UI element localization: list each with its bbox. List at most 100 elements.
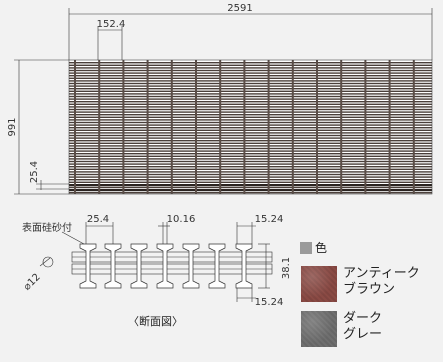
swatch-antique-brown-label: アンティーク ブラウン xyxy=(343,266,420,298)
bar-depth-label: 38.1 xyxy=(281,257,292,279)
cross-bar xyxy=(69,64,432,66)
swatch-dark-gray-line1: ダーク xyxy=(343,311,383,326)
cross-bar xyxy=(69,106,432,108)
bearing-bar xyxy=(388,60,391,194)
bearing-bar xyxy=(74,60,76,194)
cross-bar xyxy=(69,103,432,105)
bearing-bar xyxy=(195,60,197,194)
cross-bar xyxy=(69,137,432,139)
cross-bar xyxy=(69,153,432,155)
bearing-bar xyxy=(122,60,125,194)
cross-bar xyxy=(69,176,432,178)
rod-pitch-label: 25.4 xyxy=(29,161,40,183)
section-i-bar xyxy=(156,243,174,289)
cross-bar xyxy=(69,75,432,77)
legend-heading-label: 色 xyxy=(315,241,328,255)
cross-bar xyxy=(69,160,432,163)
surface-callout: 表面硅砂付 xyxy=(22,221,72,234)
cross-bar xyxy=(69,98,432,100)
cross-bar xyxy=(69,82,432,85)
bearing-bar xyxy=(291,60,294,194)
swatch-dark-gray-label: ダーク グレー xyxy=(343,311,382,343)
bar-thickness-label: 10.16 xyxy=(167,214,196,225)
cross-bar xyxy=(69,186,432,189)
cross-bar xyxy=(69,72,432,74)
cross-bar xyxy=(69,127,432,129)
swatch-antique-brown-line2: ブラウン xyxy=(343,282,396,297)
cross-bar xyxy=(69,77,432,79)
cross-bar xyxy=(69,67,432,69)
cross-bar xyxy=(69,150,432,152)
cross-bar xyxy=(69,124,432,126)
section-i-bar xyxy=(208,243,226,289)
bearing-bar xyxy=(170,60,173,194)
cross-bar xyxy=(69,116,432,118)
bearing-bar xyxy=(219,60,222,194)
cross-bar xyxy=(69,145,432,147)
cross-bar xyxy=(69,155,432,157)
cross-bar xyxy=(69,111,432,113)
cross-bar xyxy=(69,69,432,72)
section-bearing-bars xyxy=(79,243,253,289)
section-dimensions xyxy=(39,222,270,302)
legend-marker-icon xyxy=(300,241,312,254)
cross-bar xyxy=(69,173,432,176)
bar-width-label: 15.24 xyxy=(255,214,284,225)
cross-bar xyxy=(69,121,432,124)
bearing-bar xyxy=(146,60,149,194)
section-i-bar xyxy=(104,243,122,289)
bearing-bar xyxy=(98,60,101,194)
rod-diameter-circle xyxy=(42,256,54,268)
bar-pitch-label: 152.4 xyxy=(97,19,126,30)
cross-bar xyxy=(69,119,432,121)
grating-cross-bars xyxy=(69,62,432,194)
rod-pitch-dimension xyxy=(36,180,69,190)
swatch-dark-gray xyxy=(301,311,337,347)
bottom-width-label: 15.24 xyxy=(255,297,284,308)
cross-bar xyxy=(69,85,432,87)
cross-bar xyxy=(69,147,432,150)
section-view xyxy=(71,243,273,289)
cross-bar xyxy=(69,132,432,134)
section-i-bar xyxy=(130,243,148,289)
cross-bar xyxy=(69,129,432,131)
grating-plan-view xyxy=(68,59,433,195)
cross-bar xyxy=(69,142,432,144)
cross-bar xyxy=(69,101,432,103)
section-i-bar xyxy=(79,243,97,289)
bearing-bar xyxy=(267,60,270,194)
width-dimension-label: 2591 xyxy=(227,3,252,14)
cross-bar xyxy=(69,80,432,82)
swatch-dark-gray-line2: グレー xyxy=(343,327,383,342)
cross-bar xyxy=(69,168,432,170)
rod-diameter-label: ⌀12 xyxy=(22,272,43,293)
cross-bar xyxy=(69,108,432,111)
cross-bar xyxy=(69,166,432,168)
cross-bar xyxy=(69,134,432,137)
cross-bar xyxy=(69,93,432,95)
bearing-bar xyxy=(412,60,415,194)
cross-bar xyxy=(69,140,432,142)
cross-bar xyxy=(69,192,432,194)
bearing-bar xyxy=(364,60,367,194)
cross-bar xyxy=(69,171,432,173)
cross-bar xyxy=(69,158,432,160)
width-dimension xyxy=(68,8,433,60)
grating-bearing-bars xyxy=(74,60,415,194)
bearing-bar xyxy=(316,60,318,194)
height-dimension-label: 991 xyxy=(7,117,18,136)
section-rods xyxy=(71,251,273,275)
section-pitch-label: 25.4 xyxy=(87,214,109,225)
cross-bar xyxy=(69,179,432,181)
cross-bar xyxy=(69,181,432,183)
height-dimension xyxy=(14,59,69,195)
cross-bar xyxy=(69,90,432,92)
section-i-bar xyxy=(182,243,200,289)
swatch-antique-brown-line1: アンティーク xyxy=(343,266,420,281)
bar-pitch-dimension xyxy=(97,26,123,60)
bearing-bar xyxy=(340,60,343,194)
color-legend-heading: 色 xyxy=(300,239,327,256)
bearing-bar xyxy=(243,60,246,194)
